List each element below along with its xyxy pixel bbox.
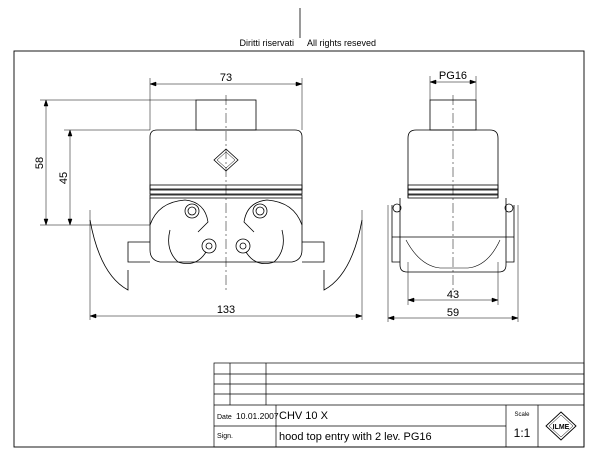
product-description: hood top entry with 2 lev. PG16	[279, 431, 432, 443]
hood-rib-1	[149, 184, 303, 190]
dim-side-thread: PG16	[439, 70, 467, 82]
dim-side-overall-width: 59	[447, 307, 459, 319]
hood-rib-3	[149, 194, 303, 199]
side-dimensions	[387, 76, 519, 321]
sheet-border	[13, 50, 585, 448]
right-lever-hook	[235, 238, 251, 254]
left-lever	[149, 199, 209, 233]
side-left-pivot	[392, 203, 402, 213]
right-pivot	[252, 203, 268, 219]
front-dimensions	[40, 78, 363, 319]
side-hood-body	[407, 129, 499, 198]
side-view	[387, 95, 519, 322]
scale-value: 1:1	[514, 426, 531, 440]
dim-front-overall-width: 133	[217, 304, 235, 316]
product-code: CHV 10 X	[279, 410, 329, 422]
left-lever-hook	[201, 238, 217, 254]
title-block	[213, 362, 585, 448]
rights-italian: Diritti riservati	[239, 38, 294, 48]
right-lever	[243, 199, 303, 233]
left-pivot	[184, 203, 200, 219]
side-right-pivot	[504, 203, 514, 213]
hood-lower-housing	[149, 198, 303, 263]
right-foot	[302, 241, 325, 263]
scale-label: Scale	[514, 412, 530, 418]
dim-front-total-height: 58	[34, 157, 46, 169]
left-lever-sweep	[89, 219, 129, 291]
left-foot	[127, 241, 150, 263]
ilme-logo-diamond	[213, 148, 239, 172]
date-label: Date	[217, 414, 232, 421]
rights-english: All rights reseved	[307, 38, 376, 48]
dim-side-base-width: 43	[447, 289, 459, 301]
right-lever-sweep	[323, 219, 363, 291]
front-view	[89, 95, 363, 320]
ilme-logo-text: ILME	[553, 424, 570, 431]
ilme-logo: ILME	[545, 411, 577, 441]
sign-label: Sign.	[217, 433, 233, 440]
date-value: 10.01.2007	[236, 411, 279, 421]
dim-front-width: 73	[220, 72, 232, 84]
side-lower-housing	[399, 198, 507, 273]
dim-front-body-height: 45	[58, 172, 70, 184]
hood-rib-2	[149, 189, 303, 195]
hood-body	[149, 129, 303, 190]
